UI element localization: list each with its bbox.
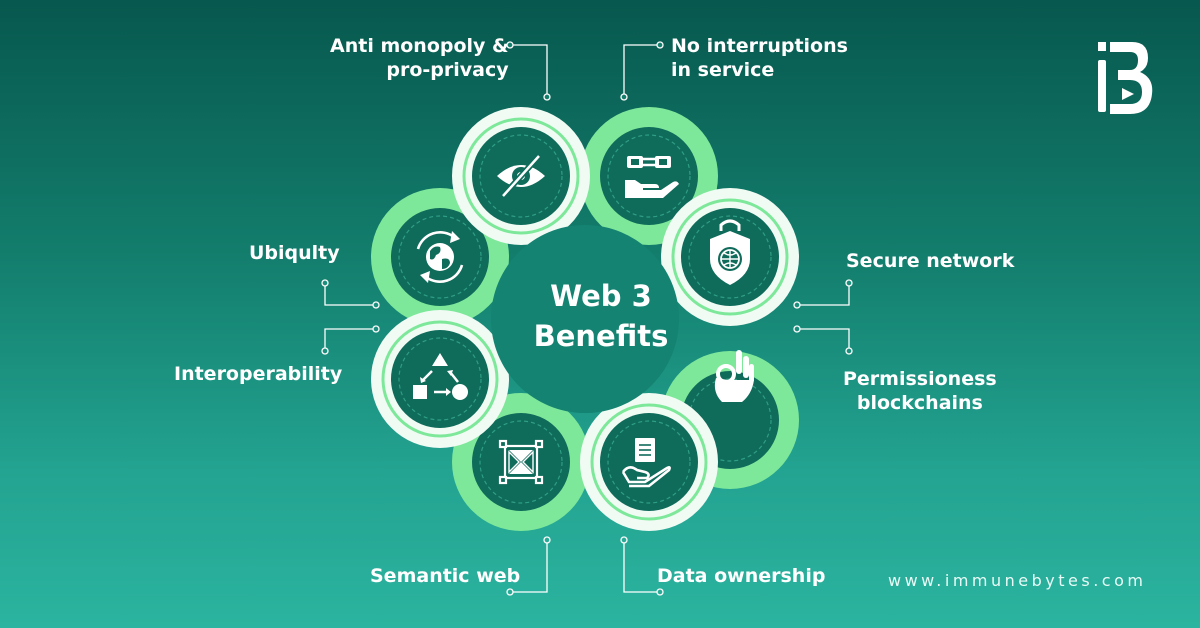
connector-lines [321,41,853,596]
chain-hand-icon [625,156,679,198]
label-anti-monopoly: Anti monopoly & pro-privacy [330,35,509,81]
label-semantic-web: Semantic web [370,565,521,587]
label-no-interruptions: No interruptions in service [671,35,848,81]
shape-cycle-icon [413,353,468,400]
connector-anti-monopoly [510,44,548,97]
label-permissioness: Permissioness blockchains [843,368,997,414]
connector-secure-network [797,283,850,306]
document-hand-icon [621,438,671,488]
connector-interoperability [324,328,376,351]
ring-interoperability [371,310,509,448]
connector-permissioness [797,328,850,351]
ok-hand-icon [714,350,754,402]
center-disc [491,225,679,413]
label-ubiquity: Ubiqulty [249,242,340,264]
immunebytes-logo [1098,42,1153,114]
connector-ubiquity [324,283,376,306]
shield-globe-icon [710,219,750,285]
label-interoperability: Interoperability [174,363,343,385]
framed-arrows-icon [498,439,544,485]
connector-data-ownership [623,540,660,593]
label-secure-network: Secure network [846,250,1015,272]
connector-semantic-web [510,540,548,593]
label-data-ownership: Data ownership [657,565,826,587]
hidden-eye-icon [497,153,545,199]
website-url: www.immunebytes.com [888,571,1147,590]
rotating-globe-icon [416,231,464,283]
connector-no-interruptions [623,44,660,97]
center-title: Web 3 Benefits [533,279,669,353]
